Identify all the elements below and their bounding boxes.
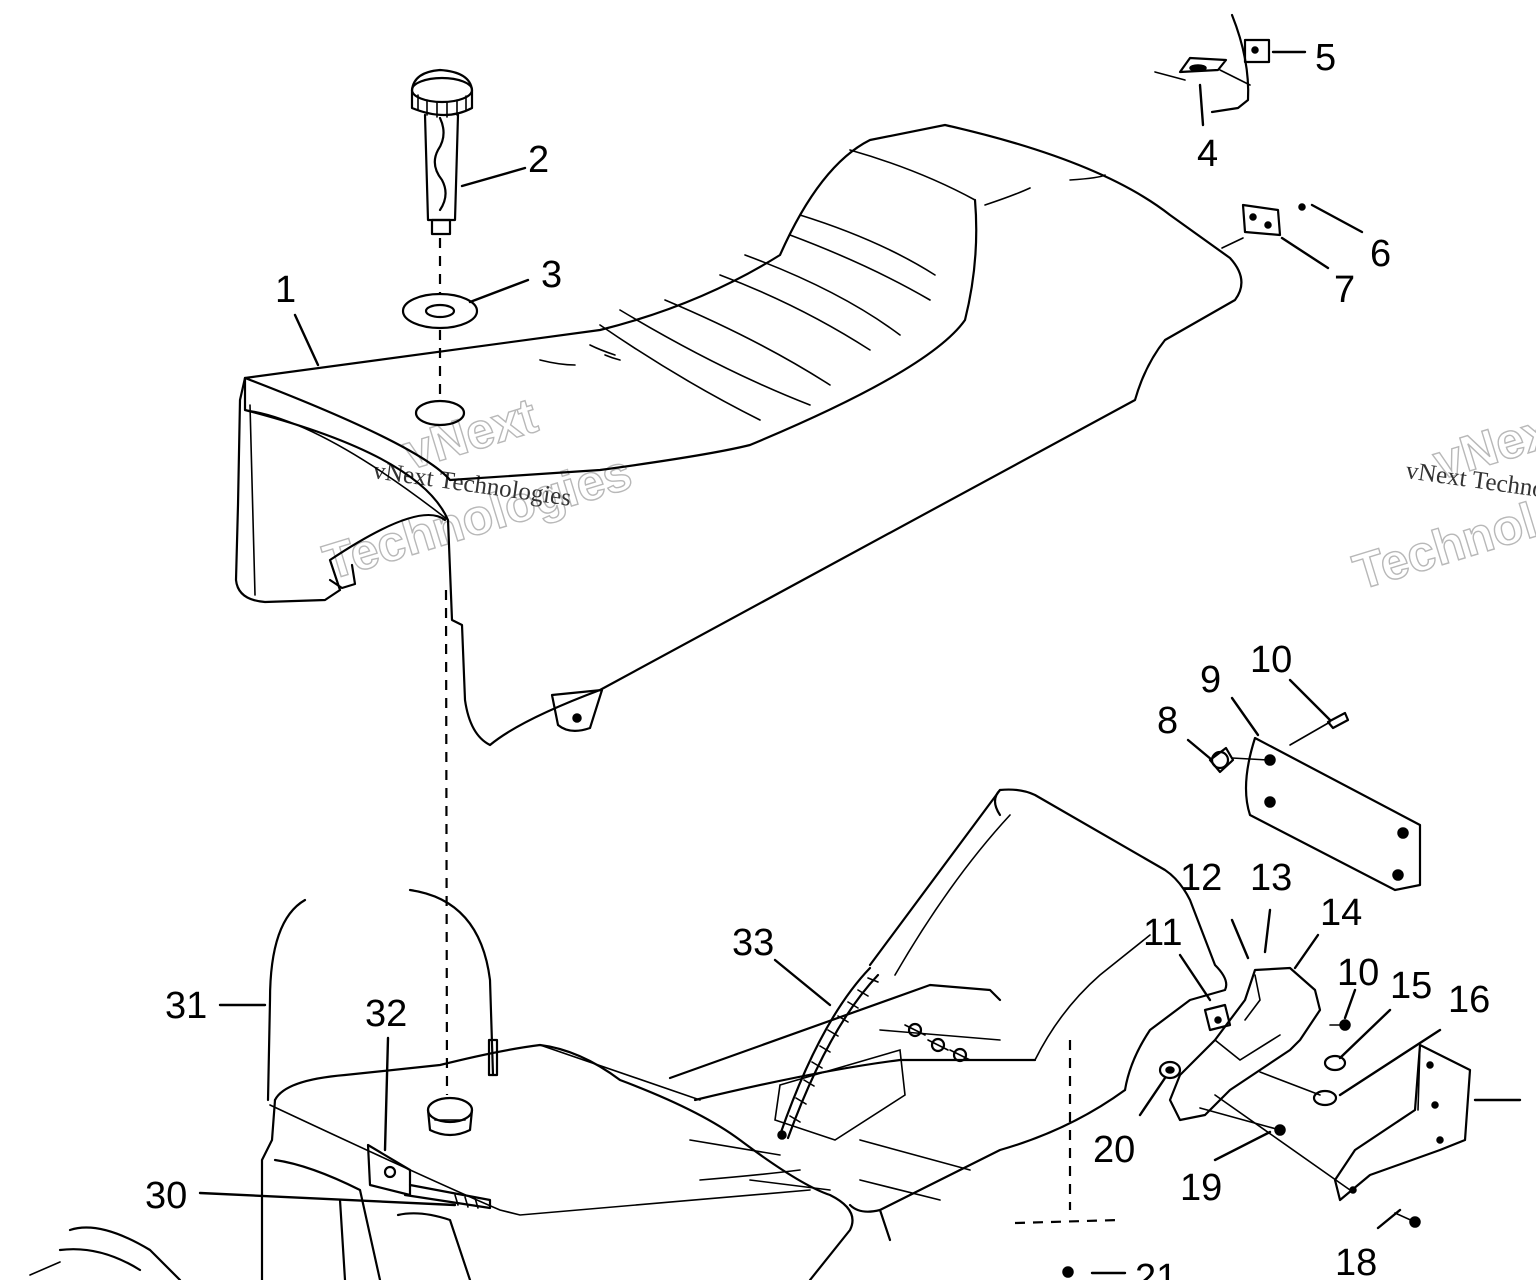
filler-neck [426,1096,474,1137]
callout-11: 11 [1143,912,1182,954]
tunnel-fasteners [904,1022,971,1063]
callout-1: 1 [275,269,296,311]
callout-30: 30 [145,1175,187,1217]
callout-16: 16 [1448,979,1490,1021]
leader-lines [198,50,1522,1275]
callout-21: 21 [1135,1257,1177,1280]
watermark-left: Technologies vNext vNext Technologies [316,386,638,591]
callout-33: 33 [732,922,774,964]
callout-10-top: 10 [1250,639,1292,681]
callout-31: 31 [165,985,207,1027]
callout-7: 7 [1334,269,1355,311]
frame-tunnel [668,788,1228,1242]
callout-15: 15 [1390,965,1432,1007]
callout-12: 12 [1180,857,1222,899]
callout-8: 8 [1157,700,1178,742]
seat-strap [777,966,880,1140]
watermark-outline-line2: Technologies [317,444,638,591]
fuel-cap-gauge [410,68,474,236]
callout-20: 20 [1093,1129,1135,1171]
callout-14: 14 [1320,892,1362,934]
washer [401,292,479,330]
license-plate [1208,711,1422,892]
rear-bumper-bracket [1158,966,1351,1136]
align-line-21 [1014,1218,1121,1225]
fuel-tank-body [29,1043,854,1280]
callout-4: 4 [1197,133,1218,175]
callout-9: 9 [1200,659,1221,701]
seat-assembly [234,123,1243,747]
clip-plate [1221,203,1306,249]
callout-labels: 1 2 3 4 5 6 7 8 9 10 10 11 12 13 14 15 1… [145,37,1490,1280]
callout-18: 18 [1335,1242,1377,1280]
watermark-right: Technologies vNext vNext Technologies [1346,396,1536,601]
callout-13: 13 [1250,857,1292,899]
vent-hoses [266,888,499,1210]
callout-3: 3 [541,254,562,296]
callout-6: 6 [1370,233,1391,275]
callout-5: 5 [1315,37,1336,79]
align-line-tank [444,589,449,1096]
callout-10-bumper: 10 [1337,952,1379,994]
callout-19: 19 [1180,1167,1222,1209]
rear-side-bracket [1214,1043,1472,1228]
callout-32: 32 [365,993,407,1035]
fastener-21 [1062,1266,1074,1278]
latch-bracket [1154,13,1271,114]
callout-2: 2 [528,139,549,181]
